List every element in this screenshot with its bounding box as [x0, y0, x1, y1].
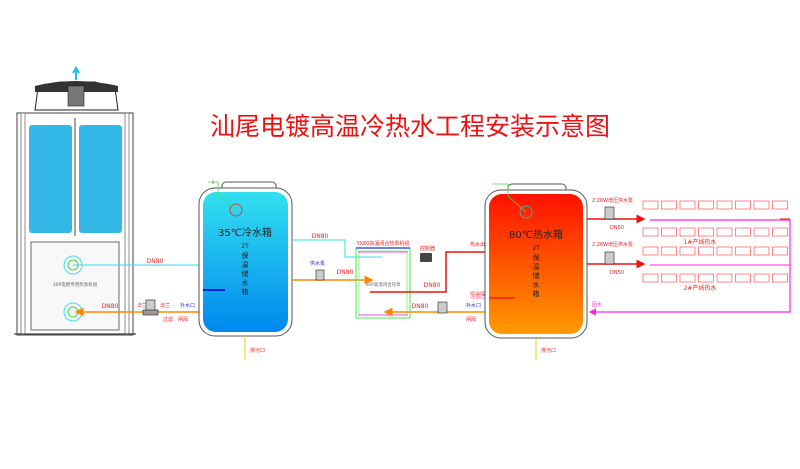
plating-tank-box: [698, 246, 714, 256]
hot-tank-capacity: 2T: [532, 245, 540, 252]
pipe-size-label: DN80: [102, 303, 119, 310]
plating-tank-box: [642, 200, 659, 210]
plating-tank-box: [698, 273, 714, 283]
pump-icon: [604, 251, 615, 265]
pipe-size-label: DN80: [337, 269, 354, 276]
plating-tank-box: [642, 227, 659, 237]
controller-label: 控制器: [420, 245, 435, 252]
tank-desc-char: 储: [533, 271, 540, 280]
cold-tank-name: 35℃冷水箱: [218, 226, 272, 239]
tank-desc-char: 温: [242, 260, 249, 269]
plating-tank-box: [679, 273, 696, 283]
plating-tank-box: [735, 227, 751, 237]
tank-desc-char: 箱: [533, 289, 540, 298]
pipe-size-label: DN80: [147, 258, 164, 265]
svg-text:≀: ≀: [212, 179, 214, 186]
plating-tank-box: [661, 246, 677, 256]
plating-tank-box: [772, 246, 788, 256]
plating-tank-box: [642, 246, 659, 256]
drain-label: 排污口: [541, 347, 556, 354]
plating-tank-box: [753, 246, 770, 256]
heat-exchanger-box: YX80高温闭合热泵机组 30P高温闭合热泵: [355, 240, 411, 319]
plating-tank-box: [735, 273, 751, 283]
plating-tank-box: [735, 200, 751, 210]
pipe-size-label: DN50: [610, 270, 624, 276]
airflow-arrow-icon: [72, 66, 80, 80]
pipe-red-hot: [370, 251, 487, 293]
tank-desc-char: 水: [533, 280, 540, 289]
heat-pump-unit: 30P电镀专用热泵机组: [14, 66, 136, 336]
pump-icon: [315, 269, 325, 281]
pump-icon: [142, 299, 159, 316]
hot-out-label: 热水出: [470, 241, 485, 248]
pipe-size-label: DN80: [424, 282, 441, 289]
coil-panel-left: [29, 125, 72, 233]
pipe-cyan-box: [292, 239, 382, 258]
tank-desc-char: 箱: [242, 287, 249, 296]
plating-tank-box: [698, 227, 714, 237]
plating-tank-box: [642, 273, 659, 283]
makeup-label: 补水口: [180, 302, 195, 309]
plating-tank-box: [735, 246, 751, 256]
production-line-grid: [642, 200, 788, 283]
plating-tank-box: [716, 200, 733, 210]
plating-tank-box: [679, 246, 696, 256]
hx-box-label: 30P高温闭合热泵: [365, 281, 401, 288]
pump-icon: [604, 206, 615, 220]
booster-pump-label: 2.2KW增压供水泵: [592, 197, 633, 204]
hx-box-title: YX80高温闭合热泵机组: [356, 240, 410, 247]
filter-label: 过滤: [163, 316, 173, 323]
tank-desc-char: 温: [533, 262, 540, 271]
booster-pump-label: 2.2KW增压供水泵: [592, 241, 633, 248]
plating-tank-box: [716, 273, 733, 283]
pipe-return: [588, 219, 791, 316]
makeup-label: 补水口: [466, 302, 481, 309]
tank-desc-char: 保: [242, 251, 249, 260]
plating-tank-box: [679, 200, 696, 210]
valve-label: 闸阀: [178, 316, 188, 323]
plating-tank-box: [753, 273, 770, 283]
plating-tank-box: [661, 273, 677, 283]
supply-pump-label: 供水泵: [310, 260, 325, 267]
cold-tank-capacity: 2T: [241, 243, 249, 250]
pipe-size-label: DN80: [312, 233, 329, 240]
coil-panel-right: [79, 125, 122, 233]
pipe-size-label: DN80: [412, 303, 429, 310]
controller-icon: [420, 253, 432, 262]
line2-label: 2#产线热水: [684, 284, 717, 292]
plating-tank-box: [698, 200, 714, 210]
plating-tank-box: [716, 246, 733, 256]
plating-tank-box: [661, 227, 677, 237]
cold-water-tank: ≀ 35℃冷水箱 2T 保 温 储 水 箱 排污口: [198, 179, 293, 360]
drain-label: 排污口: [250, 347, 265, 354]
plating-tank-box: [753, 200, 770, 210]
temp-probe-label: 恒温探头: [470, 291, 490, 298]
pump-icon: [437, 301, 448, 314]
pipe-size-label: DN50: [610, 225, 624, 231]
plating-tank-box: [772, 227, 788, 237]
heat-pump-label: 30P电镀专用热泵机组: [53, 281, 98, 288]
plating-tank-box: [679, 227, 696, 237]
flange-label: 法兰: [160, 302, 170, 309]
plating-tank-box: [716, 227, 733, 237]
flange-label: 法兰: [137, 302, 147, 309]
line1-label: 1#产线热水: [684, 238, 717, 246]
hot-water-tank: 80℃热水箱 2T 保 温 储 水 箱 排污口: [484, 183, 588, 360]
tank-desc-char: 储: [242, 269, 249, 278]
plating-tank-box: [753, 227, 770, 237]
plating-tank-box: [661, 200, 677, 210]
hot-tank-name: 80℃热水箱: [509, 228, 563, 241]
plating-tank-box: [772, 273, 788, 283]
tank-desc-char: 水: [242, 278, 249, 287]
valve-label: 闸阀: [466, 316, 476, 323]
return-label: 回水: [592, 301, 602, 308]
plating-tank-box: [772, 200, 788, 210]
page-title: 汕尾电镀高温冷热水工程安装示意图: [210, 112, 610, 141]
tank-desc-char: 保: [533, 253, 540, 262]
